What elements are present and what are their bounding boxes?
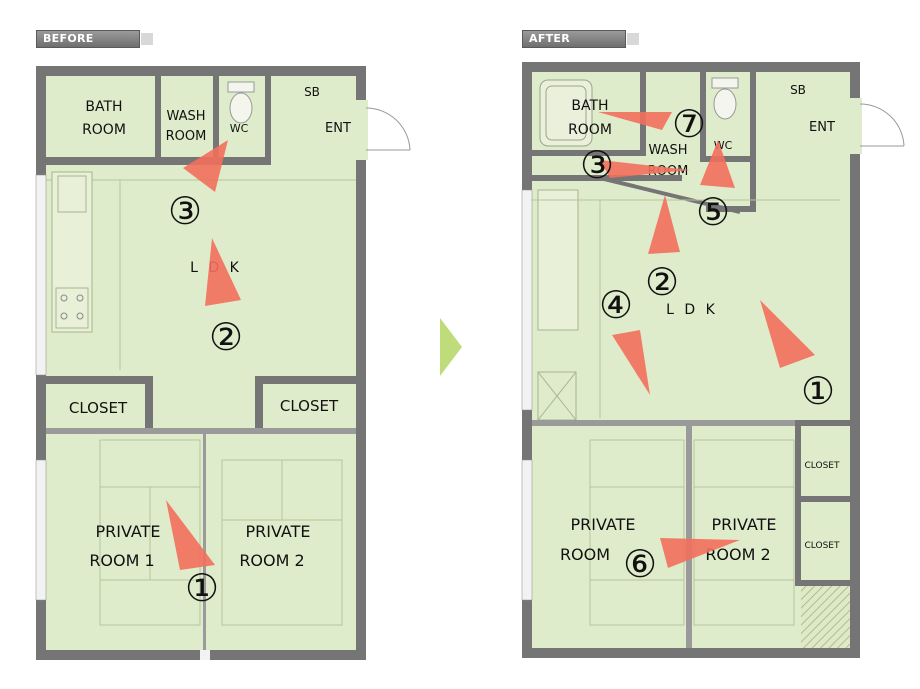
after-arrow-1 [760,300,815,368]
before-arrow-1 [166,500,215,570]
before-private2-label-1: PRIVATE [246,522,311,541]
after-ent-label: ENT [809,120,835,135]
before-arrow-2 [205,238,241,306]
after-tag: AFTER [522,30,639,48]
after-arrow-6 [660,538,740,568]
after-arrow-5 [700,140,735,188]
before-closet-left-label: CLOSET [69,399,128,417]
before-wc-label: WC [230,122,249,135]
before-sb-label: SB [304,85,320,99]
before-private2-label-2: ROOM 2 [239,551,304,570]
before-marker-1: ① [185,566,219,610]
after-wash-label-1: WASH [648,143,687,158]
after-sb-label: SB [790,83,806,97]
after-marker-1: ① [801,369,835,413]
transition-arrow-icon [440,318,462,376]
after-marker-7: ⑦ [672,102,706,146]
before-arrow-3 [183,140,228,192]
before-marker-2: ② [209,315,243,359]
after-bath-label-1: BATH [571,98,608,114]
after-arrow-3 [600,160,690,178]
before-marker-3: ③ [168,189,202,233]
after-private1-label-1: PRIVATE [571,515,636,534]
after-ldk-label: L D K [666,302,718,318]
after-private2-label-2: ROOM 2 [705,545,770,564]
before-bath-label-2: ROOM [82,122,126,138]
after-arrow-2 [648,195,680,254]
after-bath-label-2: ROOM [568,122,612,138]
after-closet-bottom-label: CLOSET [805,541,840,551]
after-private1-label-2: ROOM [560,545,610,564]
after-private2-label-1: PRIVATE [712,515,777,534]
after-marker-4: ④ [599,283,633,327]
before-private1-label-1: PRIVATE [96,522,161,541]
after-marker-5: ⑤ [696,190,730,234]
before-private1-label-2: ROOM 1 [89,551,154,570]
after-marker-2: ② [645,260,679,304]
before-closet-right-label: CLOSET [280,397,339,415]
after-closet-top-label: CLOSET [805,461,840,471]
before-bath-label-1: BATH [85,99,122,115]
after-arrow-7 [598,112,672,130]
before-wash-label-1: WASH [166,109,205,124]
after-arrow-4 [612,330,650,395]
after-marker-3: ③ [580,143,614,187]
before-tag: BEFORE [36,30,153,48]
after-marker-6: ⑥ [623,542,657,586]
before-ent-label: ENT [325,121,351,136]
before-wash-label-2: ROOM [166,129,207,144]
